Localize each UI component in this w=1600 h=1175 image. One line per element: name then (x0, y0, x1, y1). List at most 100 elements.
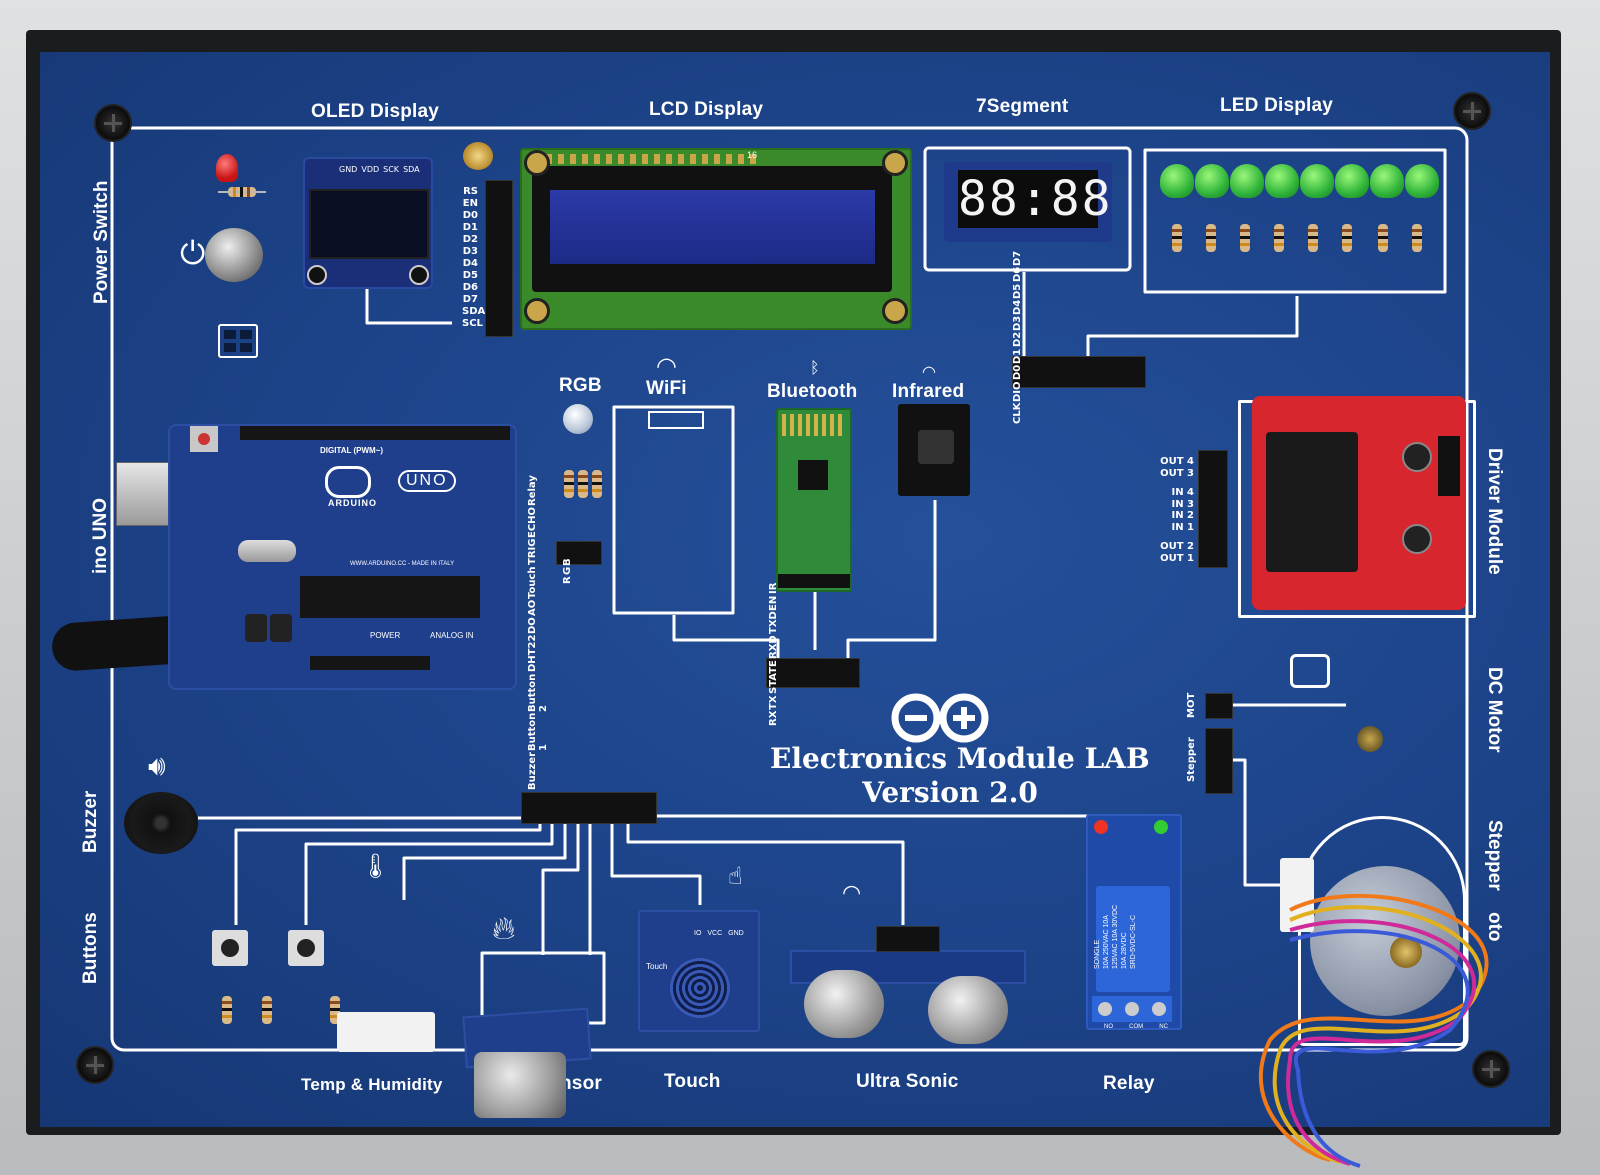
infrared-label: Infrared (892, 381, 965, 402)
ultrasonic-header[interactable] (876, 926, 940, 952)
ultrasonic-receiver (928, 976, 1008, 1044)
power-led-resistor (228, 187, 256, 197)
stepper-header[interactable] (1205, 728, 1233, 794)
arduino-digital-header[interactable] (240, 426, 510, 440)
button-resistor (262, 986, 272, 1034)
rgb-resistor (578, 460, 588, 508)
touch-pin-label: VCC (707, 930, 723, 937)
power-toggle-switch[interactable] (205, 228, 263, 282)
sensor-header[interactable] (521, 792, 657, 824)
power-led (216, 154, 238, 182)
seven-segment-digits: 88:88 (958, 170, 1113, 228)
led-resistor (1308, 214, 1318, 262)
rgb-led (563, 404, 593, 434)
seven-seg-pin-label: D4 (1012, 299, 1023, 315)
corner-screw (1472, 1050, 1510, 1088)
seven-seg-pin-label: CLK (1012, 402, 1023, 424)
stepper-motor (1310, 866, 1460, 1016)
green-led (1230, 164, 1264, 198)
relay-module: SONGLE 10A 250VAC 10A 125VAC 10A 30VDC 1… (1086, 814, 1182, 1030)
dht-resistor (330, 986, 340, 1034)
arduino-logo-icon (891, 693, 989, 743)
seven-seg-pin-label: D2 (1012, 332, 1023, 348)
touch-pins: IO VCC GND (694, 930, 744, 937)
driver-pin-label: OUT 3 (1160, 467, 1194, 479)
relay-terminal-labels: NO COM NC (1096, 1024, 1176, 1030)
motor-pin-label: MOT (1186, 692, 1197, 718)
green-led (1265, 164, 1299, 198)
touch-pad[interactable] (670, 958, 730, 1018)
relay-terminal-block[interactable] (1092, 996, 1172, 1022)
reset-button[interactable] (190, 426, 218, 452)
ultrasonic-transmitter (804, 970, 884, 1038)
arduino-power-analog-header[interactable] (310, 656, 430, 670)
flame-icon: 🔥︎ (492, 910, 516, 946)
push-button-2[interactable] (288, 930, 324, 966)
rgb-pin-label: G (562, 567, 573, 576)
lcd-pin-label: RS (463, 186, 478, 197)
dc-motor-label: DC Motor (1484, 667, 1505, 753)
gas-sensor-label: nsor (560, 1073, 602, 1094)
sensor-pin-label: DHT22 (527, 634, 538, 673)
sensor-pin-label: Button 2 (527, 673, 549, 712)
oled-pin-label: VDD (361, 165, 380, 174)
led-resistor (1172, 214, 1182, 262)
touch-pin-label: IO (694, 930, 702, 937)
gas-sensor-head (474, 1052, 566, 1118)
relay-terminal-label: NO (1104, 1024, 1114, 1030)
comm-pin-label: TXD (768, 611, 779, 635)
button-resistor (222, 986, 232, 1034)
stepper-connector (1280, 858, 1314, 932)
driver-heatsink (1266, 432, 1358, 572)
stepper-wires (1258, 893, 1489, 1168)
oled-screen (309, 189, 429, 259)
corner-screw (94, 104, 132, 142)
seven-seg-pin-label: D3 (1012, 315, 1023, 332)
sensor-pin-label: DO (527, 617, 538, 634)
oled-display-label: OLED Display (311, 101, 440, 122)
buttons-label: Buttons (80, 912, 101, 984)
green-led (1160, 164, 1194, 198)
driver-pin-header[interactable] (1198, 450, 1228, 568)
speaker-icon: 🔊︎ (148, 750, 166, 781)
arduino-analog-label: ANALOG IN (430, 631, 474, 640)
green-led (1335, 164, 1369, 198)
relay-brand: SONGLE (1094, 939, 1101, 969)
wifi-module-socket[interactable] (648, 411, 704, 429)
rgb-resistor (564, 460, 574, 508)
rgb-header[interactable] (556, 541, 602, 565)
comm-pin-label: RX (768, 710, 779, 726)
seven-segment-led-header[interactable] (1012, 356, 1146, 388)
infrared-icon: ◠ (922, 364, 936, 381)
lcd-pin-label: D0 (462, 210, 478, 221)
lcd-pin-label: D4 (462, 258, 478, 269)
bluetooth-chip (798, 460, 828, 490)
driver-pin-labels: OUT 4 OUT 3 IN 4 IN 3 IN 2 IN 1 OUT 2 OU… (1154, 456, 1194, 564)
sensor-pin-label: Relay (527, 474, 538, 506)
rgb-pin-labels: R G B (562, 558, 573, 584)
arduino-power-label: POWER (370, 631, 401, 640)
crystal-oscillator (238, 540, 296, 562)
oled-display-module: GND VDD SCK SDA (303, 157, 433, 289)
sensor-pin-label: Button 1 (527, 712, 549, 751)
lcd-pin-header[interactable] (485, 180, 513, 337)
driver-pin-label: IN 1 (1171, 521, 1194, 533)
dht22-sensor (337, 1012, 435, 1052)
seven-seg-pin-label: D0 (1012, 364, 1023, 380)
seven-seg-pin-label: DIO (1012, 381, 1023, 402)
seven-seg-pin-labels: CLK DIO D0 D1 D2 D3 D4 D5 D6 D7 (1012, 251, 1023, 424)
led-resistor (1240, 214, 1250, 262)
push-button-1[interactable] (212, 930, 248, 966)
dc-motor-header[interactable] (1205, 693, 1233, 719)
lcd-contrast-potentiometer[interactable] (463, 142, 493, 170)
lcd-top-pins (534, 154, 756, 164)
seven-seg-pin-label: D6 (1012, 267, 1023, 283)
motor-pin-label-mot: MOT (1186, 692, 1197, 718)
led-resistor (1378, 214, 1388, 262)
bluetooth-antenna (782, 414, 846, 436)
touch-label: Touch (664, 1071, 721, 1092)
communication-header[interactable] (766, 658, 860, 688)
l298n-driver-board (1252, 396, 1466, 610)
led-resistor (1412, 214, 1422, 262)
